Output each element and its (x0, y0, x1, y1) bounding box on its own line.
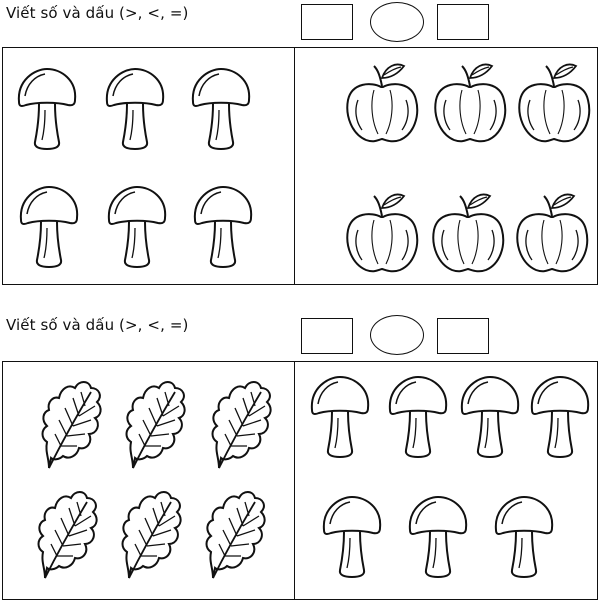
leaf-icon (35, 486, 101, 582)
apple-icon (514, 190, 590, 274)
answer-box-right[interactable] (437, 318, 489, 354)
leaf-icon (39, 376, 105, 472)
mushroom-icon (105, 184, 169, 268)
mushroom-icon (406, 494, 470, 578)
mushroom-icon (492, 494, 556, 578)
leaf-icon (209, 376, 275, 472)
apple-icon (344, 190, 420, 274)
leaf-icon (203, 486, 269, 582)
mushroom-icon (15, 66, 79, 150)
exercise-1-panel (2, 47, 598, 285)
mushroom-icon (308, 374, 372, 458)
mushroom-icon (528, 374, 592, 458)
mushroom-icon (386, 374, 450, 458)
left-group (3, 48, 295, 284)
mushroom-icon (458, 374, 522, 458)
mushroom-icon (103, 66, 167, 150)
leaf-icon (119, 486, 185, 582)
right-group (294, 48, 597, 284)
mushroom-icon (189, 66, 253, 150)
mushroom-icon (191, 184, 255, 268)
answer-box-right[interactable] (437, 4, 489, 40)
instruction-text: Viết số và dấu (>, <, =) (6, 4, 189, 22)
mushroom-icon (17, 184, 81, 268)
left-group (3, 362, 295, 599)
right-group (294, 362, 597, 599)
answer-circle-sign[interactable] (370, 2, 424, 42)
leaf-icon (123, 376, 189, 472)
apple-icon (344, 60, 420, 144)
apple-icon (432, 60, 508, 144)
apple-icon (516, 60, 592, 144)
answer-circle-sign[interactable] (370, 315, 424, 355)
instruction-text: Viết số và dấu (>, <, =) (6, 316, 189, 334)
answer-box-left[interactable] (301, 318, 353, 354)
answer-box-left[interactable] (301, 4, 353, 40)
apple-icon (430, 190, 506, 274)
mushroom-icon (320, 494, 384, 578)
exercise-2-panel (2, 361, 598, 600)
